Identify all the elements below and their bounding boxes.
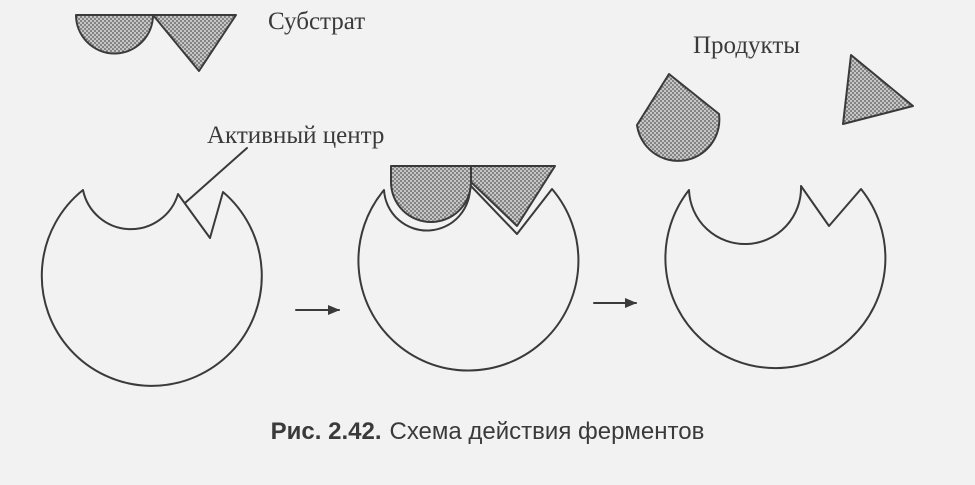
figure-title: Схема действия ферментов bbox=[389, 418, 705, 445]
figure-caption: Рис. 2.42. Схема действия ферментов bbox=[0, 418, 975, 446]
product-triangle bbox=[842, 54, 914, 125]
substrate-molecule bbox=[75, 14, 237, 72]
enzyme-bound bbox=[357, 184, 580, 372]
substrate-label: Субстрат bbox=[268, 8, 366, 35]
substrate-triangle-part bbox=[152, 14, 237, 72]
enzyme-free bbox=[40, 189, 263, 387]
products bbox=[636, 54, 914, 162]
enzyme-released bbox=[664, 185, 887, 370]
product-semicircle bbox=[636, 73, 721, 162]
active-site-pointer bbox=[184, 147, 248, 204]
figure-number: Рис. 2.42. bbox=[270, 418, 382, 445]
bound-substrate-semicircle bbox=[390, 165, 472, 223]
enzyme-substrate-complex bbox=[357, 165, 580, 372]
products-label: Продукты bbox=[693, 32, 801, 59]
bound-substrate-triangle bbox=[470, 165, 556, 227]
substrate-semicircle-part bbox=[75, 14, 154, 55]
active-site-label: Активный центр bbox=[207, 122, 385, 149]
